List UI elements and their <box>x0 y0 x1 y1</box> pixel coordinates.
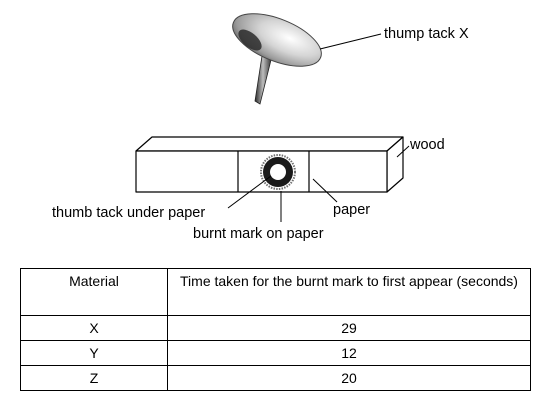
tack-leader-line <box>319 33 382 50</box>
cell-material: X <box>20 315 168 341</box>
paper-leader-line <box>312 178 338 203</box>
experiment-diagram <box>135 13 410 222</box>
cell-time: 20 <box>167 365 531 391</box>
table-row: Y 12 <box>20 340 531 366</box>
wood-top-face <box>135 136 404 152</box>
table-row: X 29 <box>20 315 531 341</box>
label-tack-under-paper: thumb tack under paper <box>52 205 206 221</box>
tack-head-shadow <box>238 29 262 51</box>
paper-strip <box>237 151 310 192</box>
wood-front-face <box>135 150 388 193</box>
table-row: Z 20 <box>20 365 531 391</box>
thumb-tack-x <box>232 13 322 105</box>
wood-leader-line <box>396 145 410 158</box>
label-paper: paper <box>333 202 371 218</box>
cell-material: Y <box>20 340 168 366</box>
tack-under-paper-leader <box>227 175 272 209</box>
label-burnt-mark: burnt mark on paper <box>193 226 324 242</box>
header-time: Time taken for the burnt mark to first a… <box>167 268 531 316</box>
cell-time: 12 <box>167 340 531 366</box>
results-table: Material Time taken for the burnt mark t… <box>20 268 531 391</box>
wood-block <box>135 136 404 193</box>
label-thump-tack-x: thump tack X <box>384 26 469 42</box>
tack-head <box>232 13 322 67</box>
cell-material: Z <box>20 365 168 391</box>
label-wood: wood <box>410 137 445 153</box>
cell-time: 29 <box>167 315 531 341</box>
burnt-mark <box>260 154 296 190</box>
header-material: Material <box>20 268 168 316</box>
table-header-row: Material Time taken for the burnt mark t… <box>20 268 531 316</box>
tack-pin <box>254 55 272 105</box>
